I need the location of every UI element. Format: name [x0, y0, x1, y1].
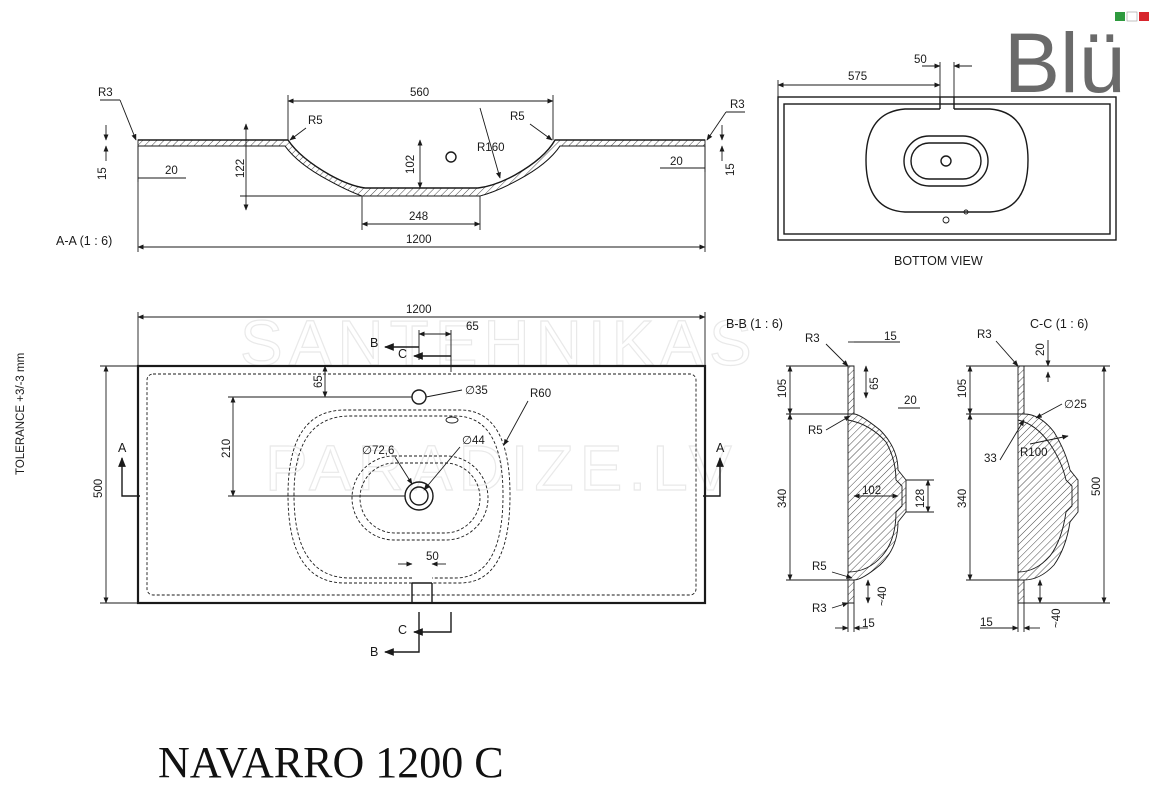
- tv-dim-210: 210: [221, 439, 233, 458]
- bb-dim-r5-top: R5: [808, 425, 823, 437]
- watermark-line1: SANTEHNIKAS: [240, 307, 758, 379]
- section-aa: 560 R3 R3 R5 R5 R160 15 20 20 15 122 102: [56, 87, 745, 252]
- italian-flag-icon: [1115, 11, 1149, 22]
- tv-dim-500: 500: [93, 479, 105, 498]
- bottom-view: 575 50 BOTTOM VIEW: [777, 54, 1117, 268]
- bb-dim-105: 105: [777, 379, 789, 398]
- aa-dim-r3-left: R3: [98, 87, 113, 99]
- cc-dim-r100: R100: [1020, 447, 1048, 459]
- bv-drain-outer: [903, 135, 989, 187]
- tv-inner-rim: [146, 373, 697, 596]
- cc-dim-500: 500: [1091, 477, 1103, 496]
- bb-dim-40: ~40: [877, 586, 889, 606]
- aa-dim-20-right: 20: [670, 156, 683, 168]
- tv-dim-d35: ∅35: [465, 385, 488, 397]
- bb-dim-102: 102: [862, 485, 881, 497]
- tv-drain-outline: [351, 455, 489, 541]
- aa-dim-r5-left: R5: [308, 115, 323, 127]
- bb-dim-r3-top: R3: [805, 333, 820, 345]
- brand-logo: Blü: [1004, 11, 1149, 110]
- watermark: SANTEHNIKAS PARADIZE.LV: [239, 306, 758, 504]
- bb-dim-20: 20: [904, 395, 917, 407]
- tv-dim-d44: ∅44: [462, 435, 485, 447]
- bv-dim-50: 50: [914, 54, 927, 66]
- brand-name: Blü: [1004, 16, 1125, 110]
- bv-label: BOTTOM VIEW: [894, 254, 983, 268]
- tv-tap-hole: [411, 389, 427, 405]
- cc-dim-15: 15: [980, 617, 993, 629]
- tv-dim-1200: 1200: [406, 304, 432, 316]
- cc-dim-r3: R3: [977, 329, 992, 341]
- aa-dim-r3-right: R3: [730, 99, 745, 111]
- section-cc: C-C (1 : 6) R3 20 105 ∅25 33 R100 340 50…: [957, 317, 1110, 632]
- tv-overflow: [445, 416, 459, 424]
- product-title: NAVARRO 1200 C: [158, 738, 504, 787]
- cc-profile: [1017, 365, 1079, 604]
- tv-outer: [136, 364, 707, 605]
- bb-label: B-B (1 : 6): [726, 317, 783, 331]
- tv-dim-r60: R60: [530, 388, 551, 400]
- bv-inner: [783, 103, 1111, 235]
- bv-drain-hole: [940, 155, 952, 167]
- tv-marker-b-top: B: [370, 336, 378, 350]
- bb-dim-65: 65: [869, 377, 881, 390]
- bb-dim-15-bottom: 15: [862, 618, 875, 630]
- aa-dim-248: 248: [409, 211, 428, 223]
- cc-dim-105: 105: [957, 379, 969, 398]
- bb-dim-340: 340: [777, 489, 789, 508]
- tv-dim-50: 50: [426, 551, 439, 563]
- aa-dim-560: 560: [410, 87, 429, 99]
- aa-outer-profile: [138, 139, 705, 189]
- aa-dim-r160: R160: [477, 142, 505, 154]
- top-view: 1200 65 B C 65 ∅35 R60 210 ∅72,6 ∅44 500…: [93, 304, 725, 659]
- aa-dim-122: 122: [235, 159, 247, 178]
- aa-dim-102: 102: [405, 155, 417, 174]
- aa-dim-15-right: 15: [725, 163, 737, 176]
- tv-drain-inner: [409, 486, 429, 506]
- bb-dim-r3-bottom: R3: [812, 603, 827, 615]
- bv-dim-575: 575: [848, 71, 867, 83]
- aa-overflow-hole: [445, 151, 457, 163]
- aa-dim-15-left: 15: [97, 167, 109, 180]
- aa-dim-1200: 1200: [406, 234, 432, 246]
- cc-dim-d25: ∅25: [1064, 399, 1087, 411]
- aa-label: A-A (1 : 6): [56, 234, 112, 248]
- tv-dim-65: 65: [466, 321, 479, 333]
- tv-dim-d72: ∅72,6: [362, 445, 394, 457]
- tv-marker-c-top: C: [398, 347, 407, 361]
- cc-dim-33: 33: [984, 453, 997, 465]
- cc-dim-20: 20: [1035, 343, 1047, 356]
- tv-marker-c-bottom: C: [398, 623, 407, 637]
- aa-hatch: [137, 139, 706, 197]
- bb-dim-15-top: 15: [884, 331, 897, 343]
- section-bb: B-B (1 : 6) R3 15 105 65 20 R5 340 102 1…: [726, 317, 934, 632]
- bv-bowl: [865, 108, 1029, 213]
- aa-dim-r5-right: R5: [510, 111, 525, 123]
- cc-dim-340: 340: [957, 489, 969, 508]
- bv-drain-inner: [910, 142, 982, 180]
- tv-marker-a-right: A: [716, 441, 725, 455]
- cc-dim-40: ~40: [1051, 608, 1063, 628]
- aa-dim-20-left: 20: [165, 165, 178, 177]
- tv-marker-a-left: A: [118, 441, 127, 455]
- tv-marker-b-bottom: B: [370, 645, 378, 659]
- bb-dim-128: 128: [915, 489, 927, 508]
- tv-dim-65-vertical: 65: [313, 375, 325, 388]
- tolerance-note: TOLERANCE +3/-3 mm: [15, 353, 27, 475]
- cc-label: C-C (1 : 6): [1030, 317, 1088, 331]
- bb-dim-r5-bottom: R5: [812, 561, 827, 573]
- bv-outer: [777, 96, 1117, 241]
- watermark-line2: PARADIZE.LV: [265, 432, 738, 504]
